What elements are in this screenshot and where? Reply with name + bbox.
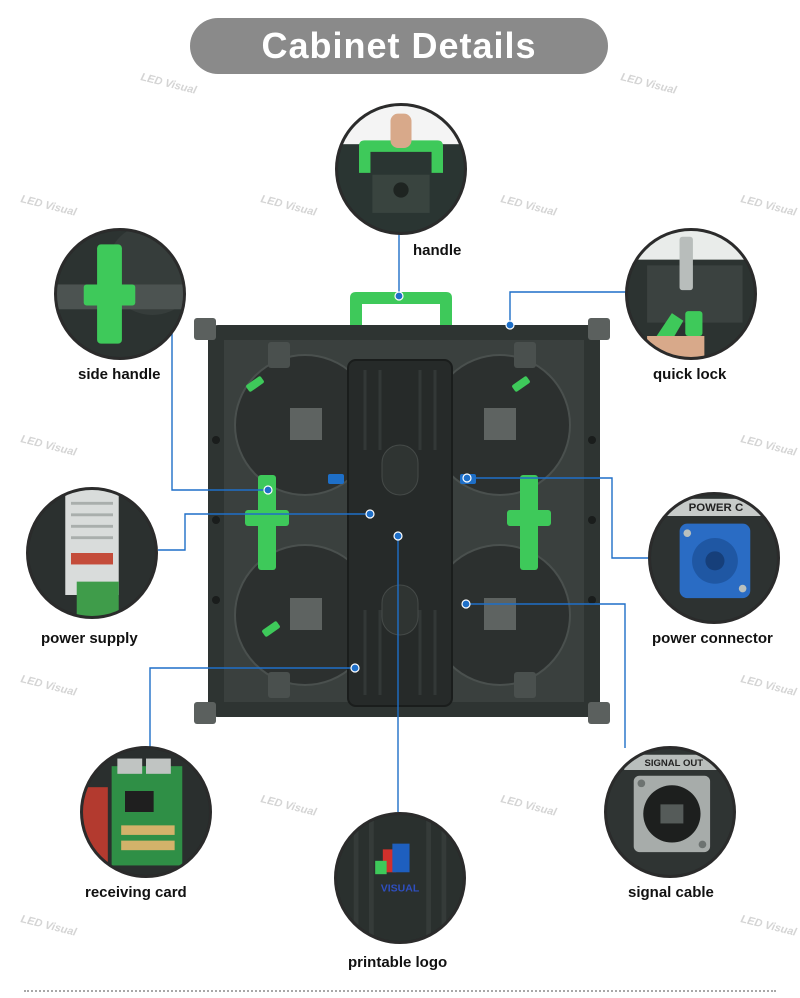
power-connector-closeup: POWER C: [651, 495, 777, 621]
receiving-card-closeup-circle: [80, 746, 212, 878]
quick-lock-closeup-circle: [625, 228, 757, 360]
logo-text: VISUAL: [381, 882, 420, 894]
receiving-card-label: receiving card: [85, 884, 187, 901]
handle-label: handle: [413, 242, 462, 259]
logo-closeup: VISUAL: [337, 815, 463, 941]
quick-lock-label: quick lock: [653, 366, 727, 383]
lock-levers: [246, 376, 530, 637]
power-box-boss-top: [381, 444, 419, 496]
quick-locks: [268, 342, 536, 698]
handle-closeup-circle: [335, 103, 467, 235]
module-centers: [290, 408, 516, 630]
side-handle-closeup: [57, 231, 183, 357]
side-handle-label: side handle: [78, 366, 161, 383]
quick-lock-closeup: [628, 231, 754, 357]
connector-dots: [263, 291, 515, 673]
power-connector-label: power connector: [652, 630, 773, 647]
power-supply-label: power supply: [41, 630, 138, 647]
signal-plate-text: SIGNAL OUT: [645, 758, 704, 769]
top-handle-shape: [350, 292, 452, 325]
printable-logo-closeup-circle: VISUAL: [334, 812, 466, 944]
power-connector-closeup-circle: POWER C: [648, 492, 780, 624]
bottom-divider: [24, 990, 776, 992]
printable-logo-label: printable logo: [348, 954, 448, 971]
power-plate-text: POWER C: [689, 502, 744, 514]
power-supply-closeup: [29, 490, 155, 616]
receiving-card-closeup: [83, 749, 209, 875]
power-supply-closeup-circle: [26, 487, 158, 619]
corner-locks: [194, 318, 610, 724]
handle-closeup: [338, 106, 464, 232]
power-box-boss-bottom: [381, 584, 419, 636]
frame-holes: [212, 436, 596, 604]
page-title: Cabinet Details: [190, 18, 608, 74]
signal-cable-label: signal cable: [628, 884, 714, 901]
power-box-ribs: [363, 370, 437, 695]
signal-cable-closeup-circle: SIGNAL OUT: [604, 746, 736, 878]
signal-port-closeup: SIGNAL OUT: [607, 749, 733, 875]
side-handle-closeup-circle: [54, 228, 186, 360]
